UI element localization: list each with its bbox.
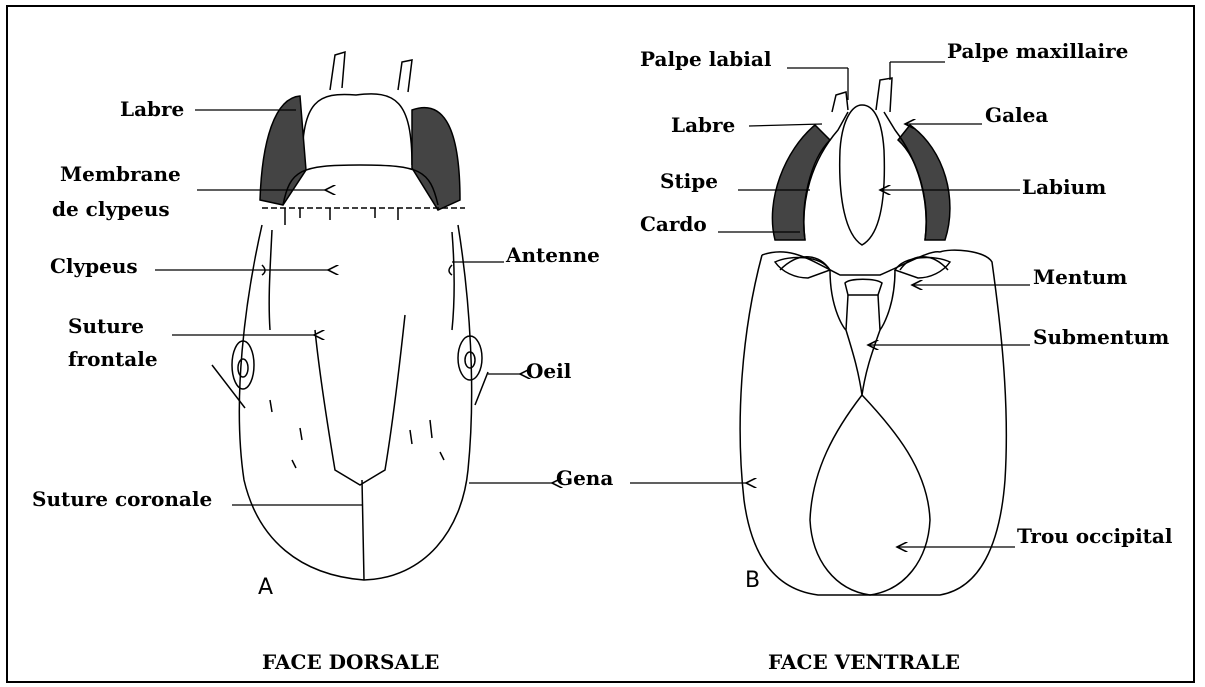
label-suture-frontale-line1: Suture bbox=[68, 315, 144, 337]
ventral-right-mandible bbox=[898, 125, 950, 240]
label-membrane-line1: Membrane bbox=[60, 163, 181, 185]
panel-letter-a: A bbox=[258, 575, 273, 600]
label-trou-occipital: Trou occipital bbox=[1017, 525, 1172, 547]
label-labium: Labium bbox=[1022, 176, 1106, 198]
dorsal-left-eye-inner bbox=[238, 359, 248, 377]
dorsal-frons bbox=[315, 315, 405, 485]
label-gena: Gena bbox=[556, 467, 613, 489]
label-cardo: Cardo bbox=[640, 213, 707, 235]
label-antenne: Antenne bbox=[506, 244, 600, 266]
label-clypeus: Clypeus bbox=[50, 255, 138, 277]
label-mentum: Mentum bbox=[1033, 266, 1127, 288]
dorsal-right-eye-inner bbox=[465, 352, 475, 368]
label-membrane-line2: de clypeus bbox=[52, 198, 170, 220]
label-suture-frontale-line2: frontale bbox=[68, 348, 158, 370]
ventral-mentum-right bbox=[895, 257, 950, 278]
caption-face-ventrale: FACE VENTRALE bbox=[768, 650, 960, 674]
label-palpe-maxillaire: Palpe maxillaire bbox=[947, 40, 1128, 62]
ventral-mentum bbox=[845, 279, 882, 295]
label-palpe-labial: Palpe labial bbox=[640, 48, 771, 70]
ventral-left-mandible bbox=[772, 125, 830, 240]
label-oeil: Oeil bbox=[526, 360, 571, 382]
ventral-palps bbox=[832, 78, 892, 112]
ventral-head bbox=[740, 78, 1006, 595]
dorsal-leader-lines bbox=[155, 110, 552, 505]
ventral-labium bbox=[840, 105, 885, 245]
dorsal-frontal-sutures bbox=[269, 230, 454, 330]
label-labre-a: Labre bbox=[120, 98, 184, 120]
label-labre-b: Labre bbox=[671, 114, 735, 136]
label-submentum: Submentum bbox=[1033, 326, 1169, 348]
dorsal-coronal-suture bbox=[362, 480, 364, 580]
dorsal-labrum bbox=[302, 94, 412, 165]
dorsal-clypeal-membrane bbox=[283, 165, 438, 205]
dorsal-bristles bbox=[212, 208, 488, 468]
ventral-cardo bbox=[780, 257, 948, 270]
dorsal-head bbox=[212, 52, 488, 580]
ventral-occipital-foramen bbox=[810, 395, 930, 595]
dorsal-palps bbox=[330, 52, 412, 92]
panel-letter-b: B bbox=[745, 568, 760, 593]
leader-labre-b bbox=[749, 124, 822, 126]
caption-face-dorsale: FACE DORSALE bbox=[262, 650, 439, 674]
label-suture-coronale: Suture coronale bbox=[32, 488, 212, 510]
ventral-head-capsule bbox=[740, 250, 1006, 595]
label-galea: Galea bbox=[985, 104, 1048, 126]
label-stipe: Stipe bbox=[660, 170, 718, 192]
dorsal-head-capsule bbox=[239, 225, 471, 580]
dorsal-left-mandible bbox=[260, 96, 306, 205]
